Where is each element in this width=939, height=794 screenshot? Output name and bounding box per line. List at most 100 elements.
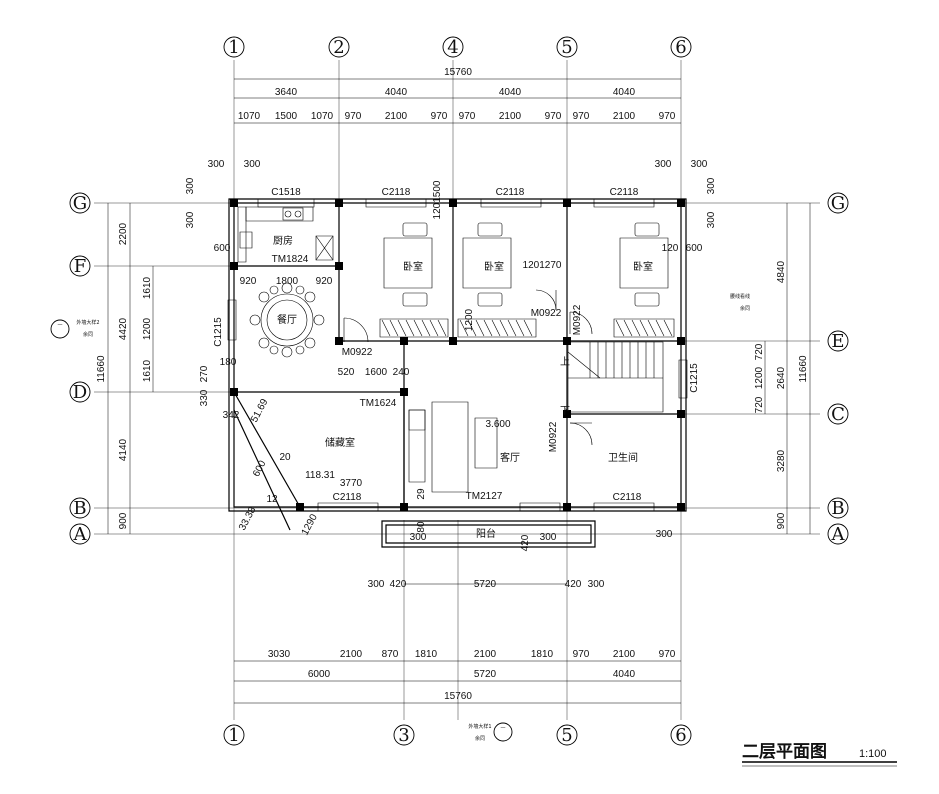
dim-right: 2640 [776, 366, 787, 389]
dim-misc: 300 [656, 529, 673, 540]
dim-bottom-sub: 2100 [474, 649, 497, 660]
axis-bubble-bottom-3 [394, 725, 414, 745]
dim-misc: 120 [662, 243, 679, 254]
dim-top-seg: 3640 [275, 87, 298, 98]
axis-bubble-right-c [828, 404, 848, 424]
room-labels: 厨房 餐厅 卧室 卧室 卧室 储藏室 客厅 卫生间 阳台 上 下 [273, 234, 653, 540]
dim-left: 1610 [142, 276, 153, 299]
detail-bubble-bottom [494, 723, 512, 741]
dim-top-seg: 4040 [613, 87, 636, 98]
dim-misc: 1600 [365, 367, 388, 378]
windows [228, 199, 687, 511]
kitchen-fixtures [238, 207, 333, 262]
dining-table [250, 283, 324, 357]
axis-top-1: 1 [228, 37, 239, 58]
axis-bubble-right-e [828, 331, 848, 351]
living-sofa [409, 402, 497, 492]
axis-bubble-bottom-1 [224, 725, 244, 745]
dim-right: 11660 [798, 355, 809, 383]
axis-left-d: D [73, 382, 87, 403]
stair-up-label: 上 [560, 356, 570, 368]
tag-c2118: C2118 [382, 187, 411, 198]
room-bedroom-2: 卧室 [484, 260, 504, 273]
dim-misc: 1201270 [523, 260, 562, 271]
dim-top-sub: 970 [459, 111, 476, 122]
dim-bottom-sub: 2100 [340, 649, 363, 660]
room-storage: 储藏室 [325, 436, 355, 449]
left-dimensions: 2200 4420 1610 1200 1610 4140 900 11660 … [96, 177, 210, 529]
axis-bubble-right-b [828, 498, 848, 518]
dim-right: 720 [754, 396, 765, 413]
dim-top-seg: 4040 [499, 87, 522, 98]
dim-top-sub: 2100 [499, 111, 522, 122]
dim-bottom-sub: 870 [382, 649, 399, 660]
dim-misc: 600 [214, 243, 231, 254]
dim-bottom-sub: 970 [573, 649, 590, 660]
axis-bubble-top-4 [443, 37, 463, 57]
bedroom-furniture [380, 223, 674, 337]
dim-left: 4420 [118, 317, 129, 340]
axis-labels: 1 2 4 5 6 1 3 5 6 G F D B A G E C B A [73, 37, 846, 746]
dimension-lines [108, 79, 810, 703]
axis-left-b: B [73, 498, 86, 519]
drawing-title-block: 二层平面图 1:100 [742, 742, 897, 766]
dim-misc: 342 [223, 410, 240, 421]
dim-bottom-sub: 1810 [415, 649, 438, 660]
dim-top-sub: 970 [431, 111, 448, 122]
axis-bubble-left-d [70, 382, 90, 402]
tag-m0922: M0922 [572, 304, 583, 335]
tag-c1518: C1518 [271, 187, 301, 198]
dim-misc: 3770 [340, 478, 363, 489]
dim-misc: 600 [251, 458, 269, 478]
dim-bottom-seg: 5720 [474, 669, 497, 680]
axis-right-g: G [831, 193, 845, 214]
dim-right: 300 [706, 211, 717, 228]
dim-bottom-total: 15760 [444, 691, 472, 702]
detail-ref-bottom: 一 [500, 726, 505, 732]
dim-misc: 520 [338, 367, 355, 378]
drawing-title: 二层平面图 [742, 742, 827, 762]
axis-bottom-5: 5 [561, 725, 572, 746]
dim-balcony: 5720 [474, 579, 497, 590]
axis-left-a: A [73, 524, 88, 545]
axis-bubble-right-a [828, 524, 848, 544]
stair-down-label: 下 [560, 406, 570, 417]
dim-balcony: 420 [565, 579, 582, 590]
axis-right-c: C [831, 404, 845, 425]
dim-bottom-seg: 6000 [308, 669, 331, 680]
axis-bubble-top-6 [671, 37, 691, 57]
dim-top-sub: 970 [545, 111, 562, 122]
axis-bubbles [51, 37, 848, 745]
axis-bubble-top-5 [557, 37, 577, 57]
dim-misc: 600 [686, 243, 703, 254]
dim-misc: 1290 [300, 512, 320, 537]
axis-top-5: 5 [561, 37, 572, 58]
drawing-scale: 1:100 [859, 748, 887, 760]
dim-misc: 20 [279, 452, 291, 463]
dim-right: 3280 [776, 449, 787, 472]
dim-top-sub: 1070 [238, 111, 261, 122]
dim-misc: 300 [410, 532, 427, 543]
dim-misc: 180 [220, 357, 237, 368]
staircase [568, 342, 663, 412]
dim-bottom-seg: 4040 [613, 669, 636, 680]
dim-top-seg: 4040 [385, 87, 408, 98]
dim-left: 900 [118, 512, 129, 529]
dim-right: 720 [754, 343, 765, 360]
tag-c2118: C2118 [496, 187, 525, 198]
dim-misc: 1200 [464, 308, 475, 331]
axis-top-4: 4 [447, 37, 458, 58]
dim-top-total: 15760 [444, 67, 472, 78]
tag-tm1824: TM1824 [272, 254, 309, 265]
dim-balcony: 300 [588, 579, 605, 590]
axis-bubble-top-2 [329, 37, 349, 57]
axis-bubble-left-g [70, 193, 90, 213]
walls [229, 199, 686, 547]
room-living: 客厅 [500, 451, 520, 464]
detail-note-left-2: 余同 [83, 331, 93, 338]
dim-top-sub: 1070 [311, 111, 334, 122]
opening-tags: C1518 C2118 C2118 C2118 C2118 C2118 C121… [57, 187, 750, 742]
axis-bubble-bottom-5 [557, 725, 577, 745]
dim-misc: 420 [520, 534, 531, 551]
